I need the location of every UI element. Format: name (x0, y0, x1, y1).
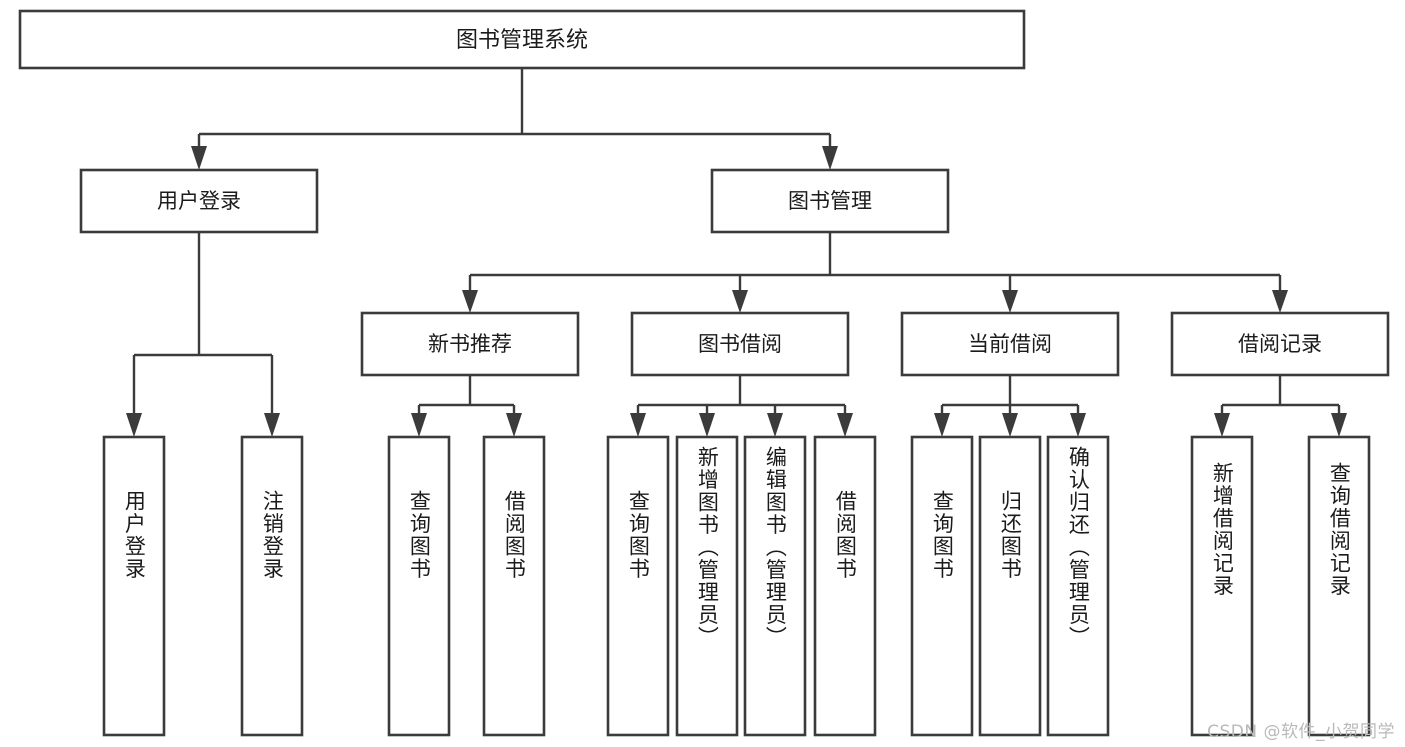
connectors-book-borrow-to-leaves (630, 375, 853, 437)
node-current-borrow-label: 当前借阅 (968, 332, 1052, 356)
leaf-box-new-book-1[interactable] (482, 435, 546, 737)
leaf-box-book-borrow-2[interactable] (743, 435, 807, 737)
leaf-box-book-borrow-1[interactable] (675, 435, 739, 737)
node-root-label: 图书管理系统 (456, 28, 588, 53)
leaf-box-current-borrow-1[interactable] (978, 435, 1042, 737)
node-book-management[interactable]: 图书管理 (710, 168, 950, 234)
connectors-user-login-to-leaves (126, 232, 280, 437)
arrow-head-current-borrow-leaf-1 (1002, 413, 1018, 437)
node-new-book-recommend[interactable]: 新书推荐 (360, 311, 580, 377)
leaf-box-book-borrow-0[interactable] (606, 435, 670, 737)
node-book-management-rect (710, 168, 950, 234)
node-book-borrow-label: 图书借阅 (698, 332, 782, 356)
connectors-book-manage-to-level3 (462, 232, 1288, 313)
arrow-head-borrow-record (1272, 290, 1288, 313)
arrow-head-user-login (191, 146, 207, 170)
node-borrow-record-rect (1170, 311, 1390, 377)
leaf-box-user-login-1[interactable] (240, 435, 304, 737)
arrow-head-current-borrow-leaf-2 (1070, 413, 1086, 437)
node-root-rect (18, 9, 1026, 70)
node-user-login[interactable]: 用户登录 (79, 168, 319, 234)
leaf-box-new-book-0[interactable] (387, 435, 451, 737)
leaf-box-current-borrow-0[interactable] (910, 435, 974, 737)
node-current-borrow[interactable]: 当前借阅 (900, 311, 1120, 377)
arrow-head-book-borrow (732, 290, 748, 313)
arrow-head-book-borrow-leaf-0 (630, 413, 646, 437)
arrow-head-new-book (462, 290, 478, 313)
leaf-box-current-borrow-2[interactable] (1046, 435, 1110, 737)
arrow-head-borrow-record-leaf-0 (1214, 413, 1230, 437)
arrow-head-current-borrow (1002, 290, 1018, 313)
arrow-head-book-manage (822, 146, 838, 170)
connectors-borrow-record-to-leaves (1214, 375, 1347, 437)
arrow-head-book-borrow-leaf-1 (699, 413, 715, 437)
node-new-book-recommend-rect (360, 311, 580, 377)
leaf-box-borrow-record-1[interactable] (1307, 435, 1371, 737)
arrow-head-user-login-leaf-0 (126, 413, 142, 437)
node-user-login-rect (79, 168, 319, 234)
node-current-borrow-rect (900, 311, 1120, 377)
leaf-box-book-borrow-3[interactable] (813, 435, 877, 737)
leaf-boxes-user-login (102, 435, 304, 737)
leaf-boxes-new-book-recommend (387, 435, 546, 737)
node-new-book-recommend-label: 新书推荐 (428, 332, 512, 356)
watermark-label: CSDN @软件_小贺同学 (1207, 722, 1395, 742)
arrow-head-book-borrow-leaf-3 (837, 413, 853, 437)
node-book-management-label: 图书管理 (788, 189, 872, 213)
leaf-boxes-book-borrow (606, 435, 877, 737)
node-borrow-record-label: 借阅记录 (1238, 332, 1322, 356)
connectors-new-book-to-leaves (411, 375, 522, 437)
arrow-head-user-login-leaf-1 (264, 413, 280, 437)
arrow-head-book-borrow-leaf-2 (767, 413, 783, 437)
node-book-borrow[interactable]: 图书借阅 (630, 311, 850, 377)
node-borrow-record[interactable]: 借阅记录 (1170, 311, 1390, 377)
arrow-head-borrow-record-leaf-1 (1331, 413, 1347, 437)
leaf-boxes-current-borrow (910, 435, 1110, 737)
connectors-current-borrow-to-leaves (934, 375, 1086, 437)
node-book-borrow-rect (630, 311, 850, 377)
leaf-box-user-login-0[interactable] (102, 435, 166, 737)
leaf-boxes-borrow-record (1190, 435, 1371, 737)
connectors-root-to-level2 (191, 68, 838, 170)
arrow-head-new-book-leaf-1 (506, 413, 522, 437)
arrow-head-current-borrow-leaf-0 (934, 413, 950, 437)
leaf-box-borrow-record-0[interactable] (1190, 435, 1254, 737)
arrow-head-new-book-leaf-0 (411, 413, 427, 437)
node-root-book-management-system[interactable]: 图书管理系统 (18, 9, 1026, 70)
node-user-login-label: 用户登录 (157, 189, 241, 213)
